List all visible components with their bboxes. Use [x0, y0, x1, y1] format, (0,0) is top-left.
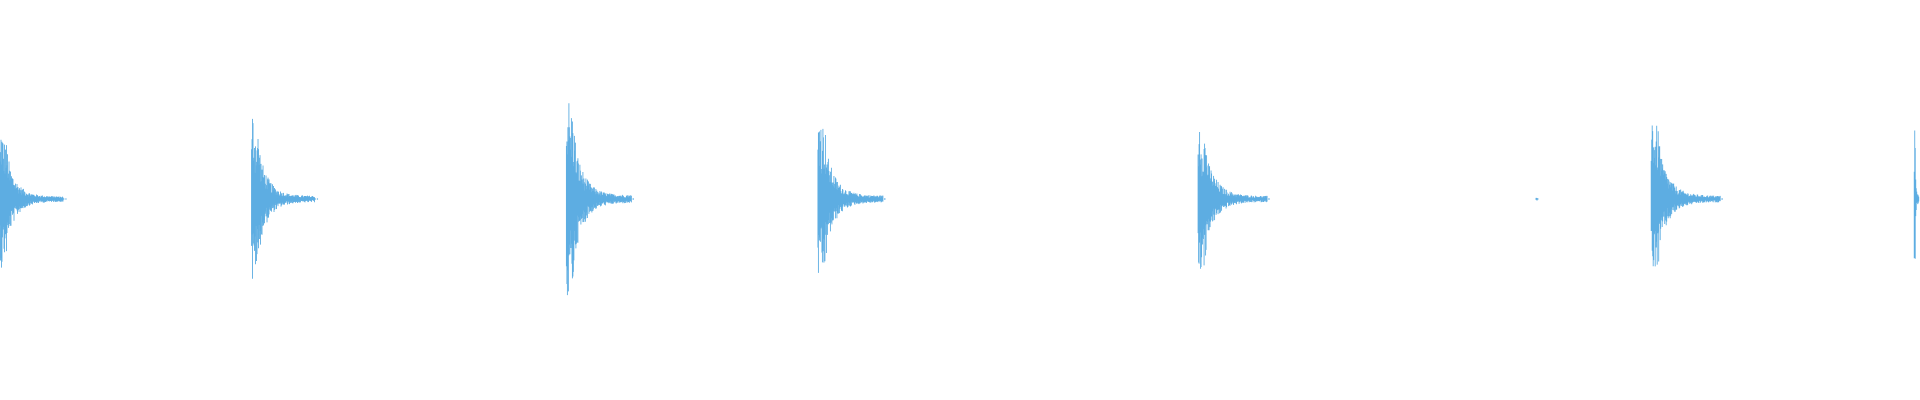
transient-waveform	[0, 139, 64, 268]
transient-3	[565, 103, 635, 296]
transient-waveform	[1913, 130, 1920, 259]
transient-2	[251, 118, 319, 279]
transient-6	[1535, 197, 1539, 201]
transient-waveform	[1650, 125, 1721, 267]
transient-7	[1650, 125, 1724, 267]
transient-8	[1913, 130, 1920, 259]
transient-1	[0, 139, 67, 268]
transient-waveform	[1197, 131, 1268, 269]
transient-waveform	[817, 128, 884, 273]
transient-5	[1197, 131, 1271, 269]
transient-waveform	[565, 103, 632, 296]
transient-4	[817, 128, 887, 273]
